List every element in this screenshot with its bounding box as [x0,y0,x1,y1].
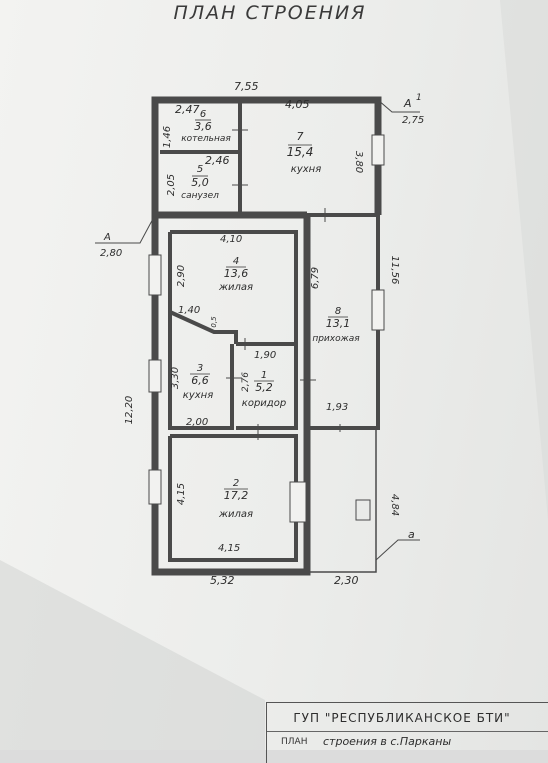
room-labels: 2,47 6 3,6 котельная 1,46 2,46 5 5,0 сан… [162,98,364,554]
title-block: ГУП "РЕСПУБЛИКАНСКОЕ БТИ" ПЛАН строения … [266,702,548,763]
room8-name: прихожая [312,334,360,344]
room7-number: 7 [297,130,304,143]
window-7 [371,134,385,166]
room1-width: 1,90 [254,350,276,361]
room3-width: 2,00 [186,417,208,428]
section-a1-letter: A [403,97,412,110]
section-labels: A 1 2,75 A 2,80 a [100,93,424,541]
room6-name: котельная [181,134,231,144]
room6-area: 3,6 [194,120,212,133]
room8-height: 6,79 [310,267,321,289]
room2-number: 2 [233,478,239,489]
room5-number: 5 [197,164,203,175]
room5-name: санузел [181,191,219,201]
stamp-label: ПЛАН [281,737,308,747]
window-8 [371,289,385,331]
window-2-right [289,481,307,523]
wall-room4 [170,230,298,344]
dim-bottom-left: 5,32 [210,574,235,587]
dim-top: 7,55 [234,80,259,93]
page-title: ПЛАН СТРОЕНИЯ [173,2,367,24]
inner-walls [160,100,298,562]
dim-porch: 4,84 [389,494,400,516]
dim-right-total: 11,56 [389,256,400,285]
porch-step [355,499,371,521]
room6-number: 6 [200,109,206,120]
section-a-small-letter: a [408,528,415,541]
section-a-left-letter: A [103,232,111,243]
room6-height: 1,46 [162,126,173,148]
room7-width: 4,05 [285,98,310,111]
room4-step-height: 0,5 [210,316,218,328]
section-a-left-height: 2,80 [100,248,122,259]
doors [226,129,371,521]
room3-name: кухня [183,390,213,401]
wall-corridor [236,342,298,430]
section-a-left-line [95,214,156,244]
window-3 [148,359,162,393]
room2-area: 17,2 [224,489,249,502]
wall-room3 [168,312,234,430]
room7-name: кухня [291,164,321,175]
windows [148,134,385,523]
wall-room4-bottom [169,310,238,344]
section-marks [95,99,420,561]
room2-width: 4,15 [218,543,240,554]
room3-area: 6,6 [191,374,209,387]
room4-step-width: 1,40 [178,305,200,316]
window-4 [148,254,162,296]
section-a-small-line [375,539,420,561]
room2-height: 4,15 [176,483,187,505]
room1-name: коридор [242,398,286,409]
room7-area: 15,4 [287,145,314,159]
room1-number: 1 [261,370,267,381]
room2-name: жилая [218,509,253,520]
dim-left-total: 12,20 [124,396,135,425]
room3-height: 3,30 [170,367,181,389]
section-a1-height: 2,75 [402,115,424,126]
room4-width: 4,10 [220,234,242,245]
stamp-organization: ГУП "РЕСПУБЛИКАНСКОЕ БТИ" [293,711,511,725]
room4-area: 13,6 [224,267,249,280]
wall-main [151,215,311,576]
stamp-value: строения в с.Парканы [323,735,452,748]
dim-bottom-right: 2,30 [334,574,359,587]
room4-height: 2,90 [176,265,187,287]
room1-height: 2,76 [241,372,251,392]
room1-area: 5,2 [255,381,273,394]
section-a1-line [377,99,420,113]
stamp-divider [267,731,548,732]
room5-height: 2,05 [166,174,177,196]
room8-number: 8 [335,306,341,317]
overall-dimensions: 7,55 11,56 12,20 5,32 2,30 4,84 [124,80,400,587]
room7-height: 3,80 [353,151,364,173]
room5-area: 5,0 [191,176,209,189]
wall-porch [307,427,377,573]
room8-width: 1,93 [326,402,348,413]
wall-room2 [168,434,298,562]
room8-area: 13,1 [326,317,351,330]
section-a1-number: 1 [416,93,422,103]
room3-number: 3 [197,363,203,374]
room4-name: жилая [218,282,253,293]
window-2-left [148,469,162,505]
room6-width: 2,47 [175,103,200,116]
room4-number: 4 [233,256,239,267]
room5-width: 2,46 [205,154,230,167]
